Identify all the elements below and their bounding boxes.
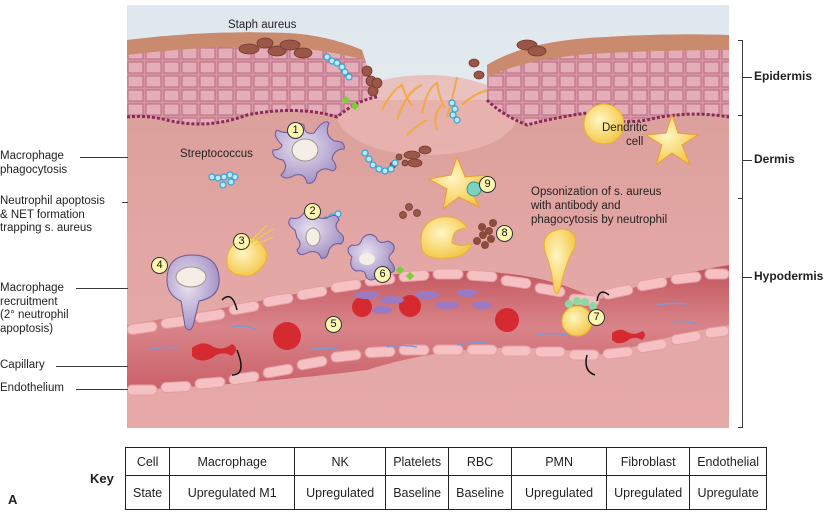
key-header-cell: Cell — [124, 447, 171, 476]
layer-label-dermis: Dermis — [754, 152, 795, 166]
diapedesis-arrows — [221, 291, 610, 376]
opsonized-staph-cluster — [473, 219, 497, 249]
key-state-cell: Upregulated M1 — [169, 475, 296, 510]
step-badge-1: 1 — [287, 122, 304, 139]
key-header-cell: Platelets — [385, 447, 450, 476]
key-title: Key — [90, 471, 114, 486]
leader-macrophage-phagocytosis — [80, 157, 128, 158]
bracket-epidermis — [738, 40, 743, 116]
staph-aureus-label: Staph aureus — [228, 19, 297, 31]
streptococcus-label: Streptococcus — [180, 148, 253, 160]
step-badge-2: 2 — [304, 203, 321, 220]
macrophage-2 — [288, 208, 345, 259]
key-table: Cell Macrophage NK Platelets RBC PMN Fib… — [124, 447, 768, 510]
tick-hypodermis — [742, 277, 752, 278]
wound-bed — [337, 75, 517, 155]
panel-letter: A — [8, 492, 18, 507]
epidermis-left — [127, 32, 377, 124]
label-macrophage-recruitment: Macrophage recruitment (2° neutrophil ap… — [0, 282, 69, 335]
fibrin-strands — [381, 76, 488, 136]
label-capillary: Capillary — [0, 359, 45, 371]
step-badge-3: 3 — [233, 233, 250, 250]
key-header-cell: PMN — [511, 447, 608, 476]
red-blood-cells — [192, 295, 645, 361]
key-state-row: State Upregulated M1 Upregulated Baselin… — [124, 475, 768, 510]
basement-membrane-left — [127, 95, 378, 126]
label-endothelium: Endothelium — [0, 382, 64, 394]
opsonization-label-line1: Opsonization of s. aureus — [531, 186, 662, 198]
chemokine-particles — [341, 95, 597, 310]
key-header-cell: RBC — [448, 447, 513, 476]
step-badge-9: 9 — [479, 176, 496, 193]
key-state-cell: Upregulated — [294, 475, 387, 510]
dendritic-cell-label-line1: Dendritic — [602, 122, 648, 134]
key-state-cell: Baseline — [448, 475, 513, 510]
tick-epidermis — [742, 77, 752, 78]
key-state-cell: Upregulated — [606, 475, 691, 510]
macrophage-4 — [166, 254, 220, 331]
key-header-cell: Endothelial — [689, 447, 768, 476]
leader-capillary — [56, 366, 128, 367]
tick-dermis — [742, 160, 752, 161]
step-badge-7: 7 — [588, 309, 605, 326]
basement-membrane-right — [485, 98, 729, 127]
plasma-streaks — [146, 302, 698, 351]
label-neutrophil-apoptosis: Neutrophil apoptosis & NET formation tra… — [0, 195, 105, 234]
leader-neutrophil-apoptosis — [122, 202, 128, 203]
layer-label-epidermis: Epidermis — [754, 69, 813, 83]
bracket-hypodermis — [738, 198, 743, 428]
skin-wound-illustration — [127, 5, 729, 428]
key-header-cell: Macrophage — [169, 447, 296, 476]
opsonization-label-line3: phagocytosis by neutrophil — [531, 214, 668, 226]
key-header-cell: NK — [294, 447, 387, 476]
label-macrophage-phagocytosis: Macrophage phagocytosis — [0, 150, 68, 176]
step-badge-4: 4 — [151, 257, 168, 274]
layer-label-hypodermis: Hypodermis — [754, 269, 824, 283]
platelet-aggregate — [355, 289, 492, 314]
dendritic-cell-label-line2: cell — [626, 136, 644, 148]
neutrophils — [420, 103, 625, 337]
key-state-cell: Baseline — [385, 475, 450, 510]
step-badge-6: 6 — [374, 266, 391, 283]
leader-macrophage-recruitment — [76, 288, 128, 289]
stratum-corneum-right — [487, 34, 729, 77]
key-state-cell: Upregulated — [511, 475, 608, 510]
key-header-row: Cell Macrophage NK Platelets RBC PMN Fib… — [124, 447, 768, 476]
bracket-dermis — [738, 115, 743, 199]
opsonization-label-line2: with antibody and — [531, 200, 621, 212]
step-badge-8: 8 — [496, 225, 513, 242]
leader-endothelium — [76, 389, 128, 390]
step-badge-5: 5 — [325, 316, 342, 333]
key-state-cell: Upregulate — [689, 475, 768, 510]
key-header-cell: Fibroblast — [606, 447, 691, 476]
key-state-cell: State — [124, 475, 171, 510]
